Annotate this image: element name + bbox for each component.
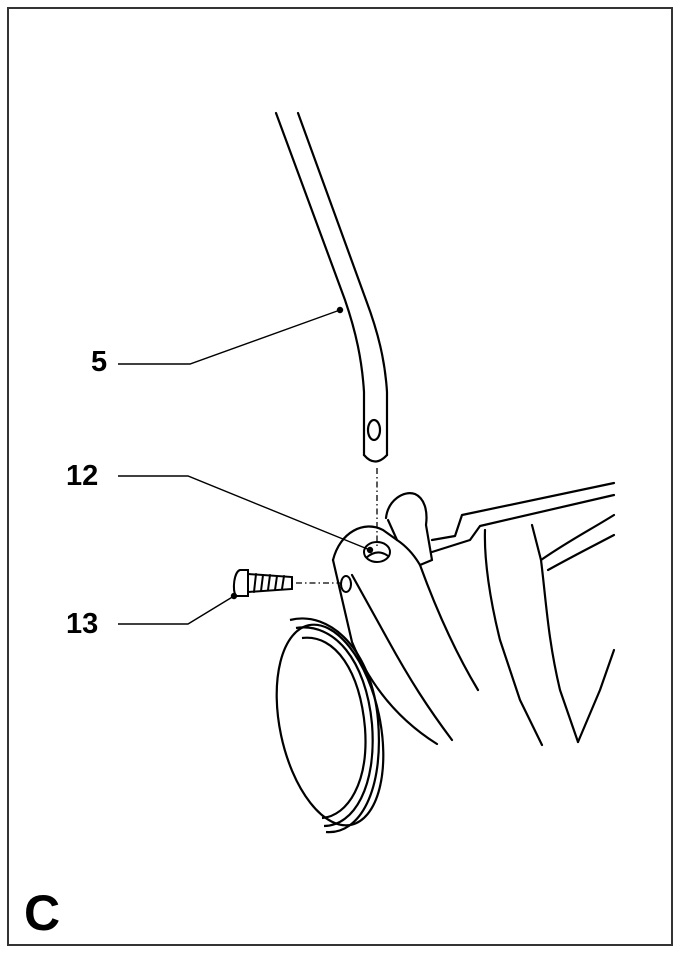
screw-part bbox=[232, 569, 293, 597]
callout-label-12: 12 bbox=[66, 460, 99, 492]
leader-line-12 bbox=[118, 475, 371, 551]
wheel bbox=[275, 617, 385, 834]
bracket-hole bbox=[340, 541, 391, 593]
panel-letter: C bbox=[24, 885, 61, 941]
callout-label-5: 5 bbox=[91, 346, 108, 378]
leader-lines bbox=[118, 306, 374, 625]
figure-frame bbox=[7, 7, 673, 946]
handle-bar-part bbox=[274, 111, 389, 463]
leader-line-13 bbox=[118, 595, 235, 625]
callout-label-13: 13 bbox=[66, 608, 99, 640]
leader-line-5 bbox=[118, 309, 341, 365]
mower-body bbox=[331, 481, 616, 747]
